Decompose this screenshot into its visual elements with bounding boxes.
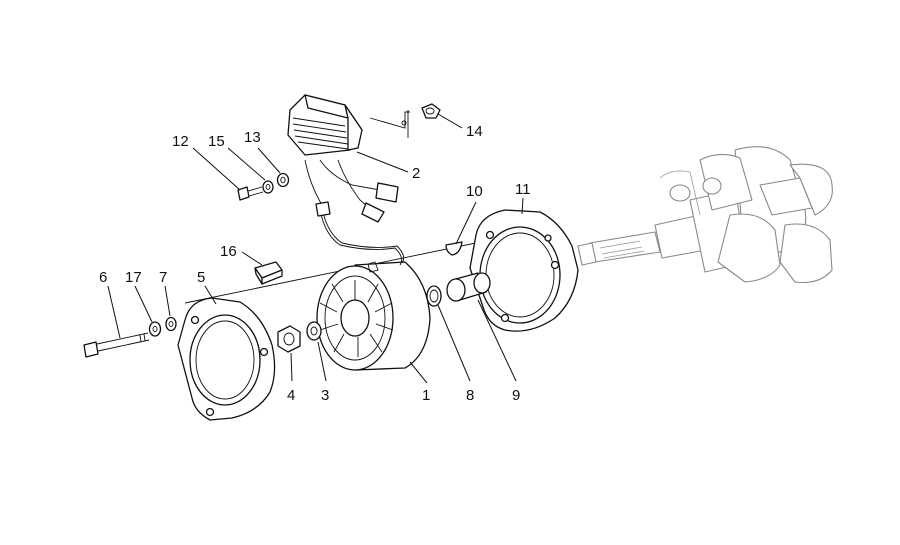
part-9-spacer-sleeve xyxy=(446,272,491,302)
callout-10: 10 xyxy=(466,183,483,200)
crankshaft-reference xyxy=(577,146,833,284)
callout-1: 1 xyxy=(422,387,430,404)
callout-4: 4 xyxy=(287,387,295,404)
leader-3 xyxy=(317,341,327,382)
callout-16: 16 xyxy=(220,243,237,260)
part-3-washer xyxy=(306,321,322,341)
leader-9 xyxy=(477,299,517,382)
part-15-washer xyxy=(262,180,274,194)
part-1-alternator xyxy=(316,261,431,371)
mounting-bracket xyxy=(369,110,410,138)
callout-5: 5 xyxy=(197,269,205,286)
regulator-cooling-fins xyxy=(292,117,349,150)
leader-6 xyxy=(107,285,121,339)
leader-17 xyxy=(134,285,153,323)
part-11-rear-cover xyxy=(469,209,579,332)
leader-15 xyxy=(227,147,266,181)
callout-8: 8 xyxy=(466,387,474,404)
callout-13: 13 xyxy=(244,129,261,146)
callout-2: 2 xyxy=(412,165,420,182)
part-7-washer xyxy=(165,316,177,332)
part-17-washer xyxy=(148,321,162,337)
callout-17: 17 xyxy=(125,269,142,286)
part-16-rubber-block xyxy=(254,261,283,285)
callout-7: 7 xyxy=(159,269,167,286)
part-10-woodruff-key xyxy=(445,241,463,256)
part-4-nut xyxy=(277,325,301,353)
stator-poles xyxy=(319,280,394,357)
callout-9: 9 xyxy=(512,387,520,404)
leader-12 xyxy=(192,147,241,191)
leader-7 xyxy=(164,285,171,317)
leader-14 xyxy=(437,113,463,129)
callout-12: 12 xyxy=(172,133,189,150)
callout-14: 14 xyxy=(466,123,483,140)
callout-11: 11 xyxy=(515,181,531,198)
callout-6: 6 xyxy=(99,269,107,286)
leader-11 xyxy=(521,197,524,215)
leader-4 xyxy=(290,352,293,382)
part-14-nut xyxy=(421,103,441,119)
part-6-long-bolt xyxy=(83,332,150,358)
callout-labels: 1 2 3 4 5 6 7 8 9 10 11 12 13 14 15 16 1… xyxy=(99,123,531,404)
part-8-circlip xyxy=(426,285,442,307)
wiring-harness xyxy=(304,159,405,266)
callout-3: 3 xyxy=(321,387,329,404)
part-12-bolt xyxy=(237,186,264,201)
part-2-voltage-regulator xyxy=(287,94,363,156)
part-13-washer xyxy=(276,172,290,188)
leader-8 xyxy=(437,304,471,382)
callout-15: 15 xyxy=(208,133,225,150)
leader-10 xyxy=(455,201,477,245)
leader-13 xyxy=(257,147,281,174)
leader-lines xyxy=(107,113,524,384)
part-5-front-cover xyxy=(177,297,276,421)
leader-5 xyxy=(204,285,217,305)
leader-1 xyxy=(409,361,428,384)
leader-2 xyxy=(356,151,409,173)
leader-16 xyxy=(241,251,263,266)
